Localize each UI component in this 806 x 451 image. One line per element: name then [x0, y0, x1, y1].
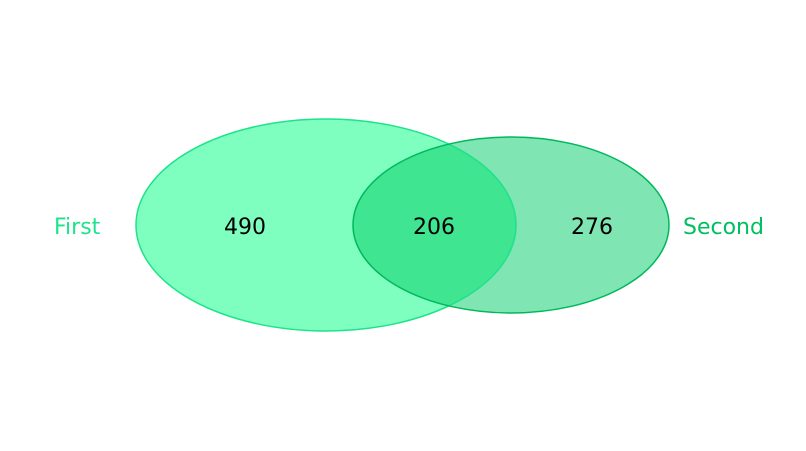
set-first-outline — [135, 118, 517, 332]
intersection-count: 206 — [413, 215, 455, 240]
intersection-region — [353, 137, 516, 313]
set-first-label: First — [54, 215, 101, 240]
set-first-only-count: 490 — [224, 215, 266, 240]
set-second-outline — [352, 136, 670, 314]
set-second-only-count: 276 — [571, 215, 613, 240]
set-second-label: Second — [683, 215, 764, 240]
